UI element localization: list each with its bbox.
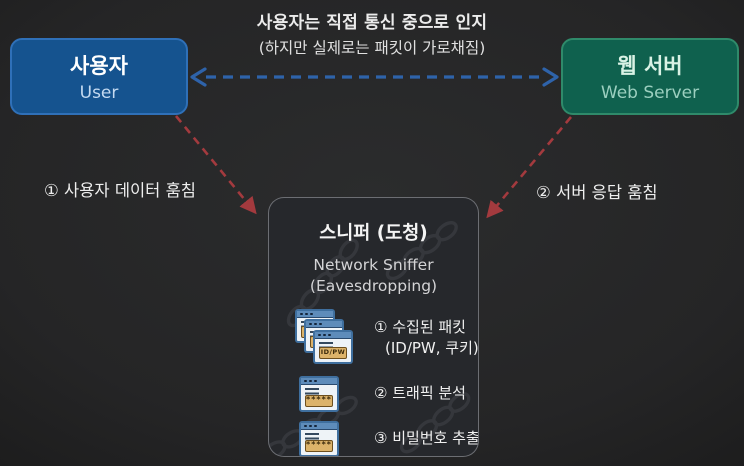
- list-item-collected-packets: ID/PW ① 수집된 패킷 (ID/PW, 쿠키): [295, 308, 479, 367]
- steal-user-data-label: ① 사용자 데이터 훔침: [44, 181, 196, 200]
- steal-server-response-label: ② 서버 응답 훔침: [536, 183, 658, 202]
- item-label: ③ 비밀번호 추출: [374, 429, 479, 448]
- user-node-subtitle: User: [79, 83, 119, 103]
- sniffer-item-list: ID/PW ① 수집된 패킷 (ID/PW, 쿠키): [269, 308, 479, 456]
- list-item-traffic-analysis: ***** ② 트래픽 분석: [295, 375, 478, 412]
- password-dots-badge: *****: [305, 439, 333, 452]
- sniffer-subtitle-en: Network Sniffer: [313, 256, 434, 274]
- password-dots-badge: *****: [305, 394, 333, 407]
- item-sublabel: (ID/PW, 쿠키): [385, 338, 479, 357]
- caption-line2: (하지만 실제로는 패킷이 가로채짐): [258, 39, 486, 57]
- user-node-title: 사용자: [70, 54, 128, 78]
- sniffer-title: 스니퍼 (도청): [319, 223, 428, 244]
- stacked-browser-windows-icon: ID/PW: [295, 308, 355, 367]
- server-node-subtitle: Web Server: [600, 83, 700, 103]
- browser-window-password-icon: *****: [299, 375, 339, 412]
- steal-user-data-arrow: [174, 115, 257, 215]
- server-node-title: 웹 서버: [617, 54, 683, 78]
- sniffer-subtitle-en2: (Eavesdropping): [309, 276, 438, 295]
- direct-link-left-arrowhead-icon: [190, 67, 207, 87]
- item-label: ① 수집된 패킷: [374, 317, 466, 336]
- browser-window-password-icon: *****: [299, 420, 339, 456]
- top-caption: 사용자는 직접 통신 중으로 인지 (하지만 실제로는 패킷이 가로채짐): [0, 8, 744, 58]
- id-pw-badge: ID/PW: [319, 346, 347, 359]
- user-node: 사용자 User: [10, 38, 188, 115]
- web-server-node: 웹 서버 Web Server: [561, 38, 739, 115]
- direct-link-right-arrowhead-icon: [542, 67, 559, 87]
- steal-server-response-arrow: [486, 116, 572, 219]
- list-item-password-extraction: ***** ③ 비밀번호 추출: [295, 420, 479, 456]
- caption-line1: 사용자는 직접 통신 중으로 인지: [256, 13, 488, 33]
- item-label: ② 트래픽 분석: [374, 384, 466, 403]
- sniffer-box: 스니퍼 (도청) Network Sniffer (Eavesdropping): [268, 197, 479, 457]
